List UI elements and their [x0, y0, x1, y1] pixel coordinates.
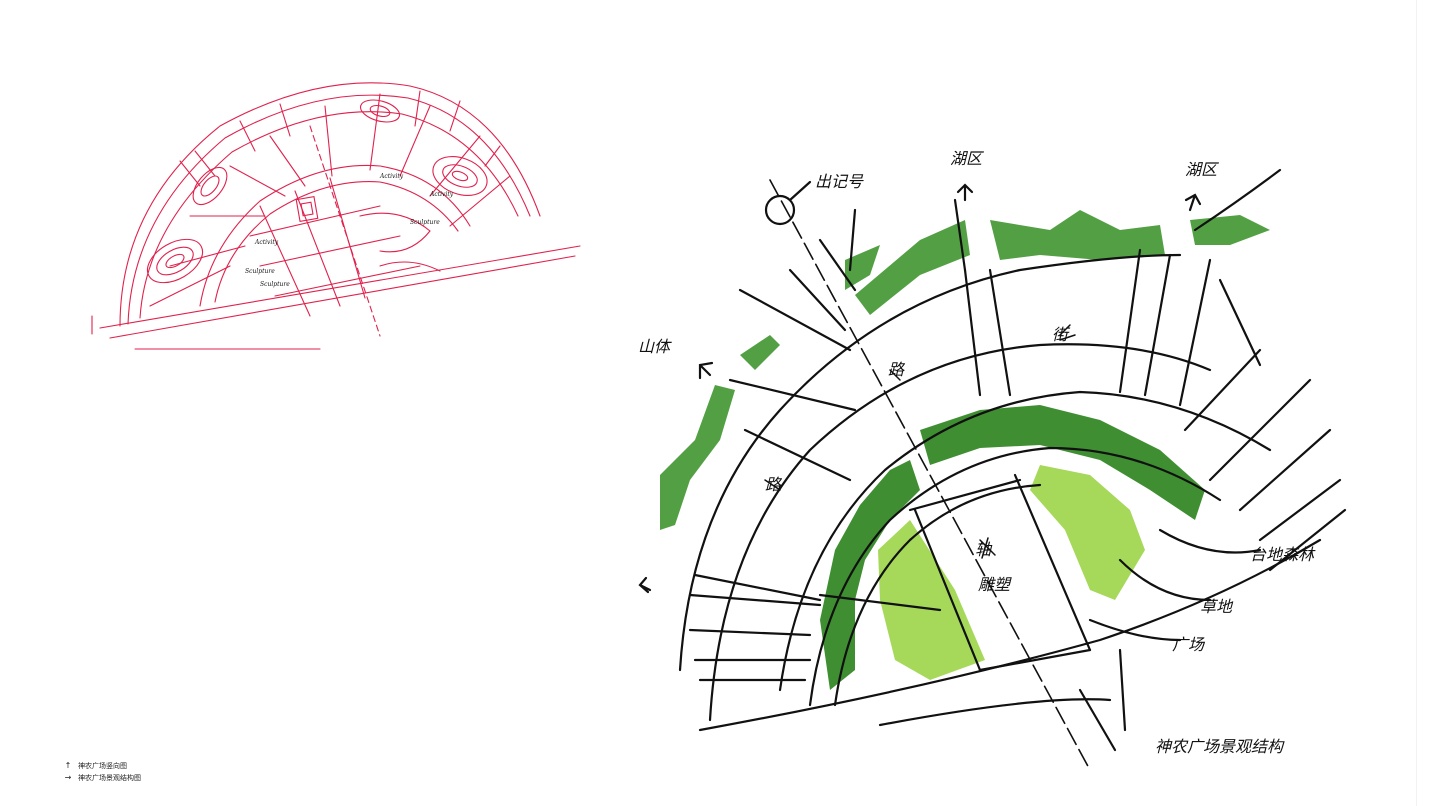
caption-list: ↑ 神农广场竖向图 → 神农广场景观结构图: [64, 760, 141, 784]
label-sculpture: 雕塑: [978, 575, 1012, 594]
lawn-areas: [878, 465, 1145, 680]
landscape-structure-sketch: 出记号 湖区 湖区 山体 街 路 路 轴 雕塑 台地森林 草地 广场 神农广场景…: [638, 149, 1347, 770]
green-belt-outer: [660, 210, 1270, 530]
edge-divider: [1416, 0, 1417, 806]
caption-text: 神农广场景观结构图: [78, 774, 141, 782]
label-title: 神农广场景观结构: [1155, 737, 1285, 756]
label-grass: 草地: [1200, 597, 1234, 616]
label-forest: 台地森林: [1250, 545, 1316, 564]
left-label-3: Sculpture: [410, 219, 440, 226]
green-belt-inner: [820, 405, 1205, 690]
label-marker: 出记号: [815, 172, 864, 191]
caption-text: 神农广场竖向图: [78, 762, 127, 770]
label-plaza: 广场: [1172, 635, 1206, 654]
label-lake-1: 湖区: [950, 149, 984, 168]
arrow-right-icon: →: [64, 773, 72, 782]
arrow-up-icon: ↑: [64, 761, 72, 770]
left-label-2: Activity: [254, 239, 279, 246]
left-label-1: Activity: [379, 173, 404, 180]
label-avenue-top: 路: [888, 360, 906, 379]
vertical-plan-sketch: Activity Activity Sculpture Sculpture Ac…: [91, 82, 581, 350]
left-label-4: Sculpture: [245, 268, 275, 275]
label-axis-left: 路: [765, 475, 783, 494]
label-lake-2: 湖区: [1185, 160, 1219, 179]
caption-item: → 神农广场景观结构图: [64, 772, 141, 784]
left-label-5: Activity: [429, 191, 454, 198]
left-label-6: Sculpture: [260, 281, 290, 288]
label-mountain: 山体: [638, 337, 672, 356]
caption-item: ↑ 神农广场竖向图: [64, 760, 141, 772]
label-axis: 轴: [975, 540, 993, 559]
label-street: 街: [1052, 325, 1071, 344]
